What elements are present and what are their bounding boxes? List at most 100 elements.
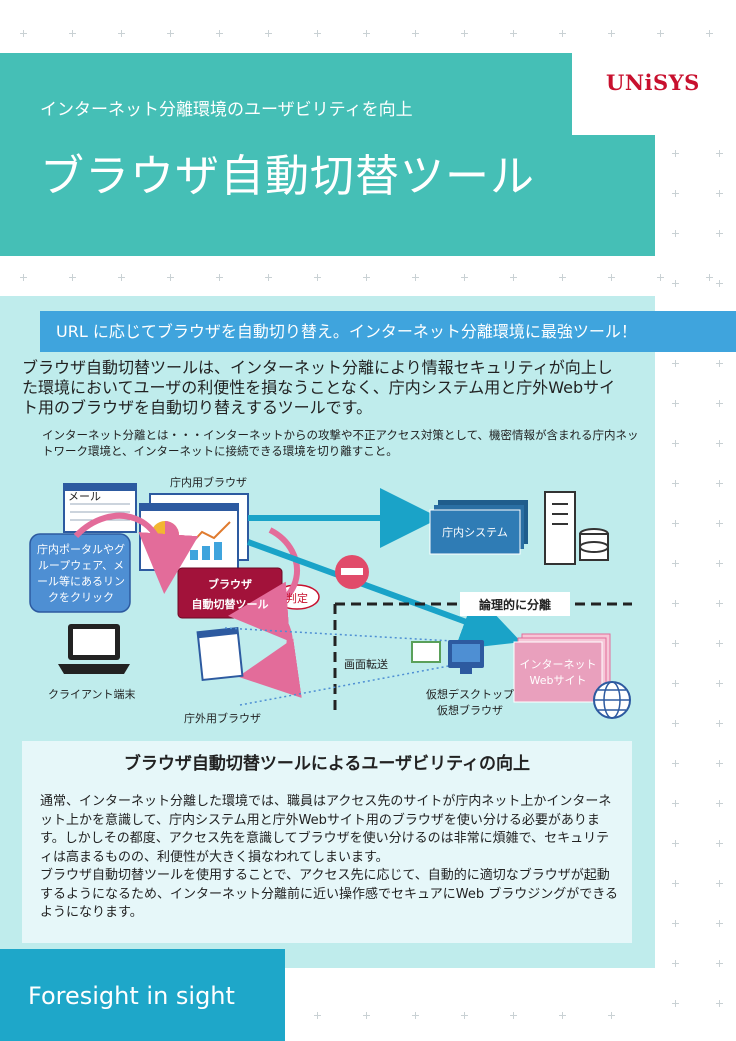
- page-subtitle: インターネット分離環境のユーザビリティを向上: [40, 100, 413, 120]
- plus-mark: [657, 30, 664, 37]
- plus-mark: [672, 720, 679, 727]
- footer-slogan: Foresight in sight: [28, 982, 235, 1010]
- tagline-bar: URL に応じてブラウザを自動切り替え。インターネット分離環境に最強ツール！: [40, 311, 736, 352]
- plus-mark: [69, 30, 76, 37]
- virtual-desktop-icon: [411, 640, 484, 674]
- plus-mark: [716, 880, 723, 887]
- plus-mark: [363, 274, 370, 281]
- plus-mark: [672, 360, 679, 367]
- internal-browser-label: 庁内用ブラウザ: [170, 476, 247, 489]
- plus-mark: [672, 480, 679, 487]
- plus-mark: [608, 274, 615, 281]
- plus-mark: [716, 960, 723, 967]
- plus-mark: [672, 840, 679, 847]
- screen-transfer-label: 画面転送: [344, 658, 388, 671]
- plus-mark: [608, 1012, 615, 1019]
- plus-mark: [412, 1012, 419, 1019]
- dotted-line-top: [224, 627, 471, 643]
- internet-site-line2: Webサイト: [529, 674, 587, 687]
- plus-mark: [672, 520, 679, 527]
- intro-text: ブラウザ自動切替ツールは、インターネット分離により情報セキュリティが向上した環境…: [22, 358, 616, 417]
- footer-band: [0, 949, 285, 1041]
- dotted-line-bottom: [239, 661, 471, 706]
- plus-mark: [265, 30, 272, 37]
- plus-mark: [461, 274, 468, 281]
- plus-mark: [716, 640, 723, 647]
- plus-mark: [716, 480, 723, 487]
- plus-mark: [118, 30, 125, 37]
- plus-mark: [672, 280, 679, 287]
- pink-arrow-click: [73, 512, 199, 594]
- plus-mark: [559, 1012, 566, 1019]
- virtual-label-line2: 仮想ブラウザ: [437, 704, 503, 717]
- internet-site-line1: インターネット: [519, 658, 597, 671]
- plus-mark: [559, 30, 566, 37]
- plus-mark: [672, 960, 679, 967]
- plus-mark: [716, 680, 723, 687]
- plus-mark: [510, 1012, 517, 1019]
- plus-mark: [672, 920, 679, 927]
- plus-mark: [706, 30, 713, 37]
- plus-mark: [672, 150, 679, 157]
- definition-text: インターネット分離とは・・・インターネットからの攻撃や不正アクセス対策として、機…: [42, 428, 639, 458]
- internal-system-card: [429, 500, 528, 555]
- plus-mark: [716, 190, 723, 197]
- switch-tool-line2: 自動切替ツール: [191, 598, 269, 611]
- plus-mark: [672, 230, 679, 237]
- plus-mark: [672, 440, 679, 447]
- plus-mark: [706, 274, 713, 281]
- unisys-logo: UNiSYS: [606, 70, 700, 95]
- mail-label: メール: [68, 490, 101, 503]
- plus-mark: [716, 720, 723, 727]
- plus-mark: [672, 680, 679, 687]
- external-browser-label: 庁外用ブラウザ: [184, 712, 261, 725]
- plus-mark: [363, 30, 370, 37]
- plus-mark: [216, 30, 223, 37]
- plus-mark: [412, 30, 419, 37]
- plus-mark: [672, 760, 679, 767]
- plus-mark: [672, 800, 679, 807]
- info-paragraph-1: 通常、インターネット分離した環境では、職員はアクセス先のサイトが庁内ネット上かイ…: [40, 794, 612, 865]
- judge-label: 判定: [286, 592, 308, 605]
- info-body: 通常、インターネット分離した環境では、職員はアクセス先のサイトが庁内ネット上かイ…: [40, 793, 620, 923]
- plus-mark: [716, 360, 723, 367]
- portal-bubble-text: 庁内ポータルやグループウェア、メール等にあるリンクをクリック: [37, 543, 125, 604]
- plus-mark: [672, 190, 679, 197]
- plus-mark: [461, 1012, 468, 1019]
- plus-mark: [118, 274, 125, 281]
- plus-mark: [314, 30, 321, 37]
- plus-mark: [716, 560, 723, 567]
- plus-mark: [716, 520, 723, 527]
- plus-mark: [672, 880, 679, 887]
- plus-mark: [672, 400, 679, 407]
- internet-site-card: [513, 633, 611, 703]
- plus-mark: [461, 30, 468, 37]
- header-band: [0, 53, 655, 256]
- client-label: クライアント端末: [48, 688, 136, 701]
- info-box: ブラウザ自動切替ツールによるユーザビリティの向上 通常、インターネット分離した環…: [22, 741, 632, 943]
- page-title: ブラウザ自動切替ツール: [40, 151, 535, 202]
- plus-mark: [672, 600, 679, 607]
- server-icon: [544, 491, 609, 565]
- plus-mark: [716, 920, 723, 927]
- plus-mark: [716, 1000, 723, 1007]
- pink-arrow-external: [238, 616, 302, 698]
- plus-mark: [314, 1012, 321, 1019]
- laptop-icon: [58, 624, 130, 674]
- plus-mark: [216, 274, 223, 281]
- logical-separation-label: 論理的に分離: [478, 598, 551, 612]
- virtual-label-line1: 仮想デスクトップ: [426, 688, 514, 701]
- plus-mark: [716, 440, 723, 447]
- plus-mark: [20, 30, 27, 37]
- plus-mark: [314, 274, 321, 281]
- plus-mark: [716, 400, 723, 407]
- plus-mark: [363, 1012, 370, 1019]
- diagram-svg: [29, 483, 632, 719]
- info-paragraph-2: ブラウザ自動切替ツールを使用することで、アクセス先に応じて、自動的に適切なブラウ…: [40, 868, 618, 920]
- plus-mark: [672, 1000, 679, 1007]
- globe-icon: [593, 681, 631, 719]
- info-title: ブラウザ自動切替ツールによるユーザビリティの向上: [123, 754, 531, 774]
- arrow-to-internet: [246, 539, 522, 650]
- plus-mark: [657, 274, 664, 281]
- plus-mark: [672, 640, 679, 647]
